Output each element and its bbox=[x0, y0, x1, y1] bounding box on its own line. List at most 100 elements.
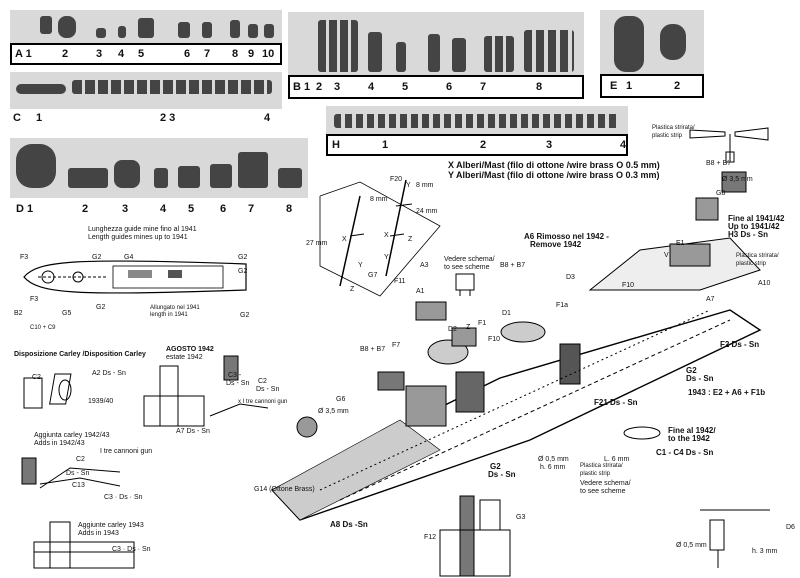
part-image bbox=[452, 38, 466, 72]
part-d1-sketch bbox=[500, 321, 546, 343]
bottom-d05: Ø 0,5 mm bbox=[676, 542, 707, 549]
plan-extended-it: Allungato nel 1941 bbox=[150, 305, 200, 311]
main-f10: F10 bbox=[622, 282, 635, 289]
main-vedere: Vedere schema/ to see scheme bbox=[444, 256, 495, 271]
part-label: 3 bbox=[122, 203, 129, 215]
part-b8b7-upper-sketch bbox=[721, 171, 747, 193]
main-d1: D1 bbox=[502, 310, 511, 317]
part-image bbox=[210, 164, 232, 188]
part-label: 6 bbox=[220, 203, 227, 215]
part-label: 9 bbox=[248, 48, 255, 60]
part-image bbox=[318, 20, 358, 72]
part-image bbox=[230, 20, 240, 38]
part-label: H bbox=[332, 139, 340, 151]
main-fine-it: Fine al 1941/42 bbox=[728, 214, 785, 223]
part-label: 4 bbox=[118, 48, 125, 60]
part-label: 5 bbox=[402, 81, 409, 93]
part-label: 2 bbox=[82, 203, 89, 215]
plan-label-g2d: G2 bbox=[96, 304, 106, 311]
main-g8: G8 bbox=[716, 190, 726, 197]
part-image bbox=[428, 34, 440, 72]
parts-panel-e: E 1 2 bbox=[600, 10, 704, 98]
main-plastic: Plastica strirata/ plastic strip bbox=[736, 253, 779, 267]
main-d35: Ø 3,5 mm bbox=[722, 176, 753, 183]
panel-b-label-bar: B 1 2 3 4 5 6 7 8 bbox=[288, 75, 584, 99]
part-label: 1 bbox=[36, 112, 43, 124]
part-image bbox=[178, 22, 190, 38]
carley-c13: C13 bbox=[72, 482, 85, 489]
panel-e-label-bar: E 1 2 bbox=[600, 74, 704, 98]
main-a6-it: A6 Rimosso nel 1942 - bbox=[524, 232, 609, 241]
bottom-d6: D6 bbox=[786, 524, 795, 531]
main-b8b7-mid: B8 + B7 bbox=[500, 262, 526, 269]
mast-note-y: Y Alberi/Mast (filo di ottone /wire bras… bbox=[448, 170, 660, 180]
carley-added-en: Adds in 1942/43 bbox=[34, 440, 85, 447]
carley-sketch-1943 bbox=[33, 521, 135, 569]
part-image bbox=[68, 168, 108, 188]
main-g6: G6 bbox=[336, 396, 346, 403]
main-vedere2: Vedere schema/ to see scheme bbox=[580, 480, 631, 495]
mast-label-x: X bbox=[342, 236, 347, 243]
main-f10b: F10 bbox=[488, 336, 501, 343]
part-image bbox=[138, 18, 154, 38]
carley-added2-it: Aggiunte carley 1943 bbox=[78, 522, 144, 529]
mast-label-y: Y bbox=[406, 182, 411, 189]
main-g2a: G2 bbox=[686, 366, 697, 375]
aft-deck-structure bbox=[588, 237, 761, 291]
bottom-bridge-sketch bbox=[439, 495, 511, 577]
bottom-f12: F12 bbox=[424, 534, 437, 541]
main-1943: 1943 : E2 + A6 + F1b bbox=[688, 388, 766, 397]
agosto-a7: A7 Ds - Sn bbox=[176, 428, 210, 435]
bottom-h3: h. 3 mm bbox=[752, 548, 778, 555]
panel-d-label-bar: D 1 2 3 4 5 6 7 8 bbox=[10, 198, 308, 220]
part-f7-sketch bbox=[377, 371, 405, 391]
main-f7: F7 bbox=[392, 342, 401, 349]
part-a1-sketch bbox=[415, 301, 447, 321]
part-image bbox=[660, 24, 686, 60]
part-image bbox=[368, 32, 382, 72]
main-g14: G14 (Ottone Brass) bbox=[254, 486, 315, 493]
plan-label-b2: B2 bbox=[14, 310, 23, 317]
main-f21: F21 Ds - Sn bbox=[594, 398, 638, 407]
part-image bbox=[396, 42, 406, 72]
plastic-strip-sketch bbox=[689, 127, 769, 163]
mast-label-a3: A3 bbox=[420, 262, 429, 269]
carley-sketch-1939 bbox=[23, 373, 72, 409]
ship-plan-view bbox=[23, 260, 247, 294]
agosto-c2: C2 bbox=[258, 378, 267, 385]
mast-note-x: X Alberi/Mast (filo di ottone /wire bras… bbox=[448, 160, 660, 170]
plan-label-g2b: G2 bbox=[238, 254, 248, 261]
bottom-g3: G3 bbox=[516, 514, 526, 521]
carley-gun: I tre cannoni gun bbox=[100, 448, 153, 455]
agosto-gun: x I tre cannoni gun bbox=[238, 399, 288, 405]
part-label: 3 bbox=[546, 139, 553, 151]
part-label: 8 bbox=[536, 81, 543, 93]
part-label: 8 bbox=[232, 48, 239, 60]
mast-label-g7: G7 bbox=[368, 272, 378, 279]
part-label: 2 bbox=[480, 139, 487, 151]
carley-c2b: C2 bbox=[76, 456, 85, 463]
part-label: B 1 bbox=[293, 81, 311, 93]
part-lifeboat-sketch bbox=[623, 426, 661, 440]
part-label: 4 bbox=[368, 81, 375, 93]
part-label: 5 bbox=[138, 48, 145, 60]
plan-label-g2c: G2 bbox=[238, 268, 248, 275]
part-label: 10 bbox=[262, 48, 275, 60]
part-label: C bbox=[13, 112, 21, 124]
part-image bbox=[264, 24, 274, 38]
mast-detail: F20 Y 8 mm 8 mm 24 mm 27 mm X Y Z G7 X Y… bbox=[306, 176, 441, 297]
main-a1: A1 bbox=[416, 288, 425, 295]
agosto-title-it: AGOSTO 1942 bbox=[166, 346, 214, 353]
part-g6-sketch bbox=[296, 416, 318, 438]
mast-label-z: Z bbox=[350, 286, 355, 293]
plastic-strip-label: Plastica strirata/ plastic strip bbox=[652, 125, 695, 139]
part-image bbox=[72, 80, 272, 94]
plan-label-c10c9: C10 + C9 bbox=[30, 325, 56, 331]
carley-added2-en: Adds in 1943 bbox=[78, 530, 119, 537]
main-d35b: Ø 3,5 mm bbox=[318, 408, 349, 415]
part-image bbox=[334, 114, 620, 128]
mast-label-27mm: 27 mm bbox=[306, 240, 328, 247]
mast-label-y3: Y bbox=[384, 254, 389, 261]
main-fine1942-en: to the 1942 bbox=[668, 434, 710, 443]
carley-ds-sn: Ds - Sn bbox=[66, 470, 90, 477]
